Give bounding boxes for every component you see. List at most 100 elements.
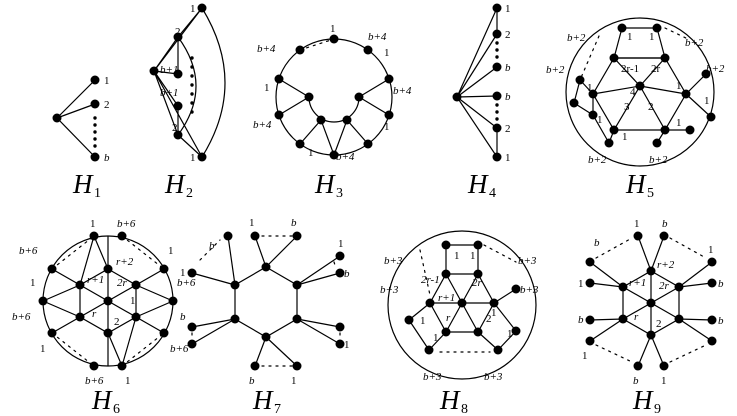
label: b [505, 62, 511, 74]
label: 1 [505, 3, 511, 15]
caption-subscript: 7 [274, 402, 281, 416]
label: b+6 [170, 343, 189, 355]
label: b [291, 217, 297, 229]
caption-subscript: 9 [654, 402, 661, 416]
label: b+3 [384, 255, 403, 267]
label: 2 [114, 316, 120, 328]
label: b+4 [336, 151, 355, 163]
caption-letter: H [467, 169, 489, 199]
label: 1 [308, 147, 314, 159]
label: 1 [90, 218, 96, 230]
caption-letter: H [72, 169, 94, 199]
label: b [505, 91, 511, 103]
graph-h4: 1 2 b b 2 1 H 4 [452, 3, 511, 201]
label: 1 [627, 31, 633, 43]
label: b [633, 375, 639, 387]
label: 2r-1 [621, 63, 639, 75]
label: r+1 [438, 292, 455, 304]
label: 2 [172, 122, 178, 134]
label: b+6 [85, 375, 104, 387]
caption-letter: H [252, 385, 274, 415]
label: b+4 [368, 31, 387, 43]
label: b+2 [649, 154, 668, 166]
caption-letter: H [164, 169, 186, 199]
label: b+3 [423, 371, 442, 383]
label: 2 [505, 123, 511, 135]
label: b [718, 278, 724, 290]
label: 2r [117, 277, 128, 289]
label: 2 [486, 313, 492, 325]
label: b [180, 311, 186, 323]
label: 1 [491, 307, 497, 319]
caption-letter: H [91, 385, 113, 415]
label: b+3 [520, 284, 539, 296]
graph-h2: 1 2 b+1 b+1 2 1 H 2 [149, 3, 226, 201]
caption-letter: H [632, 385, 654, 415]
label: b+1 [160, 87, 178, 99]
label: 2r-1 [421, 274, 440, 286]
label: r [92, 308, 97, 320]
label: b+6 [117, 218, 136, 230]
label: b+1 [160, 64, 178, 76]
label: 1 [420, 315, 426, 327]
label: 2 [104, 99, 110, 111]
label: r+1 [87, 274, 104, 286]
graph-h3: 1 b+4 b+4 1 1 b+4 b+4 1 1 b+4 H 3 [253, 23, 412, 201]
graph-h5: b+2 1 1 b+2 b+2 b+2 2r-1 2r 1 4 1 1 1 3 … [546, 17, 725, 201]
label: 1 [634, 218, 640, 230]
label: b+6 [12, 311, 31, 323]
graph-h9: b 1 b 1 r+2 1 r+1 2r b b r 2 b 1 b 1 H 9 [578, 218, 724, 416]
label: 1 [125, 375, 131, 387]
label: 1 [130, 295, 136, 307]
label: 1 [104, 75, 110, 87]
label: 1 [291, 375, 297, 387]
label: r+2 [116, 256, 134, 268]
label: b+4 [393, 85, 412, 97]
label: b+3 [484, 371, 503, 383]
label: 1 [454, 250, 460, 262]
caption-letter: H [625, 169, 647, 199]
label: 1 [582, 350, 588, 362]
caption-subscript: 3 [336, 186, 343, 201]
label: 1 [708, 244, 714, 256]
label: 1 [344, 339, 350, 351]
label: b [344, 268, 350, 280]
label: b [718, 315, 724, 327]
label: 1 [507, 328, 513, 340]
label: 1 [470, 250, 476, 262]
label: b [249, 375, 255, 387]
label: 1 [384, 47, 390, 59]
caption-subscript: 4 [489, 186, 496, 201]
label: 1 [330, 23, 336, 35]
graph-h8: b+3 1 1 b+3 b+3 2r-1 2r b+3 r+1 1 1 r 2 … [380, 230, 539, 416]
label: r [634, 311, 639, 323]
label: 1 [597, 114, 603, 126]
label: b+2 [567, 32, 586, 44]
label: r+2 [657, 259, 675, 271]
label: 1 [649, 31, 655, 43]
label: 1 [587, 82, 593, 94]
label: b [104, 152, 110, 164]
label: 1 [338, 238, 344, 250]
label: r [446, 312, 451, 324]
label: r+1 [629, 277, 646, 289]
caption-subscript: 8 [461, 402, 468, 416]
label: 1 [30, 277, 36, 289]
label: 3 [624, 101, 630, 113]
caption-subscript: 1 [94, 186, 101, 201]
label: 1 [505, 152, 511, 164]
label: b+3 [380, 284, 399, 296]
label: 1 [704, 95, 710, 107]
graph-h1: 1 2 b H 1 [52, 75, 110, 201]
label: b+2 [706, 63, 725, 75]
label: 4 [630, 86, 636, 98]
label: b+2 [685, 37, 704, 49]
label: 1 [433, 332, 439, 344]
label: b+4 [257, 43, 276, 55]
label: 2r [472, 277, 483, 289]
label: b+4 [253, 119, 272, 131]
caption-subscript: 5 [647, 186, 654, 201]
label: b+2 [546, 64, 565, 76]
label: 1 [661, 375, 667, 387]
